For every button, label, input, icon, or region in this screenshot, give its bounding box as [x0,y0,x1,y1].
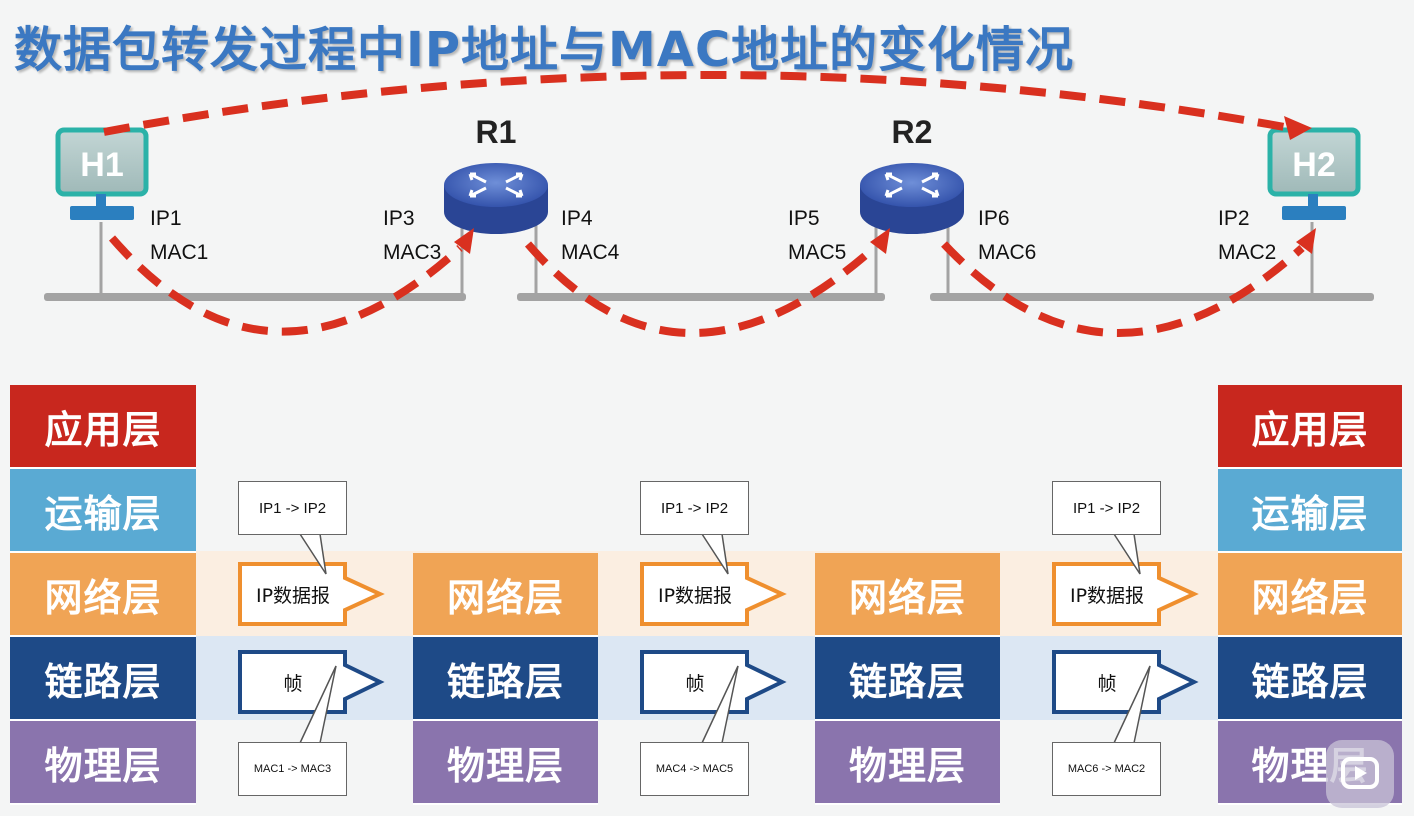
r1-right-ip: IP4 [561,207,593,230]
link-line-1 [44,293,466,301]
hop3-frame-label: 帧 [1097,672,1117,695]
end-to-end-ip-arrow [103,70,1291,136]
h1-link-layer: 链路层 [10,637,196,721]
router-r2-icon [860,163,964,234]
hop2-datagram-label: IP数据报 [657,584,733,607]
r2-left-mac: MAC5 [788,241,846,264]
h1-ip: IP1 [150,207,182,230]
host-h1-monitor-icon: H1 [55,127,149,220]
link-line-3 [930,293,1374,301]
r2-link-layer: 链路层 [815,637,1000,721]
h2-network-layer: 网络层 [1218,553,1402,637]
host-h2-label: H2 [1292,146,1335,184]
r2-right-ip: IP6 [978,207,1010,230]
h2-transport-layer: 运输层 [1218,469,1402,553]
link-line-2 [517,293,885,301]
r1-link-layer: 链路层 [413,637,598,721]
hop3-ip-header-callout: IP1 -> IP2 [1052,481,1161,535]
hop1-ip-header-callout: IP1 -> IP2 [238,481,347,535]
host-h2-monitor-icon: H2 [1267,127,1361,220]
r1-physical-layer: 物理层 [413,721,598,805]
hop1-datagram-label: IP数据报 [255,584,331,607]
router-r1-label: R1 [476,114,517,150]
h2-link-layer: 链路层 [1218,637,1402,721]
h1-physical-layer: 物理层 [10,721,196,805]
hop3-mac-arrow [941,241,1305,337]
hop1-mac-header-callout: MAC1 -> MAC3 [238,742,347,796]
r1-left-mac: MAC3 [383,241,441,264]
h1-transport-layer: 运输层 [10,469,196,553]
hop2-mac-arrow [524,241,877,337]
hop2-frame-arrow [640,650,787,714]
hop1-datagram-arrow [238,562,385,626]
r1-right-mac: MAC4 [561,241,620,264]
network-topology: H1 H2 R1 [44,70,1374,337]
hop2-ip-header-callout: IP1 -> IP2 [640,481,749,535]
r1-network-layer: 网络层 [413,553,598,637]
router-r2-label: R2 [892,114,933,150]
hop3-mac-header-callout: MAC6 -> MAC2 [1052,742,1161,796]
r1-left-ip: IP3 [383,207,415,230]
h1-mac: MAC1 [150,241,208,264]
hop1-frame-arrow [238,650,385,714]
hop3-datagram-arrow [1052,562,1199,626]
hop3-datagram-label: IP数据报 [1069,584,1145,607]
hop2-datagram-arrow [640,562,787,626]
h1-app-layer: 应用层 [10,385,196,469]
hop1-frame-label: 帧 [283,672,303,695]
h1-network-layer: 网络层 [10,553,196,637]
hop3-frame-arrow [1052,650,1199,714]
h2-mac: MAC2 [1218,241,1276,264]
r2-left-ip: IP5 [788,207,820,230]
play-button[interactable] [1326,740,1394,808]
host-h1-label: H1 [80,146,123,184]
r2-network-layer: 网络层 [815,553,1000,637]
router-r1-icon [444,163,548,234]
r2-right-mac: MAC6 [978,241,1036,264]
hop1-mac-arrow [108,235,463,336]
hop2-frame-label: 帧 [685,672,705,695]
r2-physical-layer: 物理层 [815,721,1000,805]
hop2-mac-header-callout: MAC4 -> MAC5 [640,742,749,796]
h2-ip: IP2 [1218,207,1250,230]
h2-app-layer: 应用层 [1218,385,1402,469]
play-icon [1341,757,1379,789]
page-title: 数据包转发过程中IP地址与MAC地址的变化情况 [14,22,1075,78]
